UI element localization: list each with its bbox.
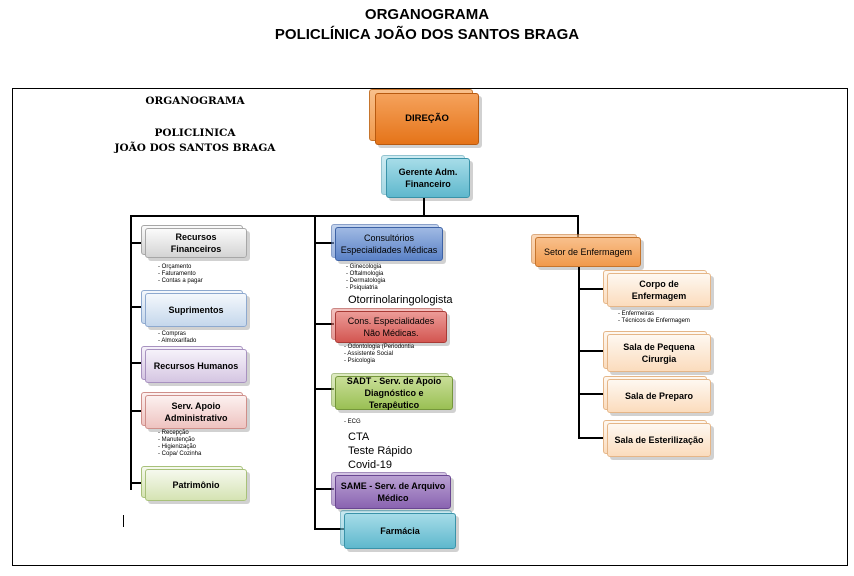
connector-sala-esterilizacao	[578, 437, 606, 439]
connector-left-vertical	[130, 215, 132, 490]
connector-middle-vertical	[314, 215, 316, 529]
organogram-frame	[12, 88, 848, 566]
connector-serv-apoio	[130, 410, 144, 412]
cons-nao-medicas-box: Cons. Especialidades Não Médicas.	[335, 311, 447, 343]
setor-enfermagem-box: Setor de Enfermagem	[535, 237, 641, 267]
connector-sala-pequena	[578, 350, 606, 352]
connector-corpo-enfermagem	[578, 288, 606, 290]
sala-preparo-box: Sala de Preparo	[607, 379, 711, 413]
connector-patrimonio	[130, 482, 144, 484]
connector-right-down	[577, 215, 579, 237]
connector-recursos-financeiros	[130, 242, 144, 244]
recursos-financeiros-items: - Orçamento - Faturamento - Contas a pag…	[158, 264, 203, 284]
sadt-items: CTA Teste Rápido Covid-19	[348, 431, 413, 471]
sala-pequena-box: Sala de Pequena Cirurgia	[607, 334, 711, 372]
page-title-line2: POLICLÍNICA JOÃO DOS SANTOS BRAGA	[274, 26, 580, 43]
serv-apoio-box: Serv. Apoio Administrativo	[145, 395, 247, 429]
farmacia-box: Farmácia	[344, 513, 456, 549]
inner-title: ORGANOGRAMA	[145, 95, 245, 107]
connector-cons-nao-medicas	[314, 323, 334, 325]
sadt-small-item: - ECG	[344, 419, 361, 425]
suprimentos-box: Suprimentos	[145, 293, 247, 327]
consultorios-items: - Ginecologia - Oftalmologia - Dermatolo…	[346, 264, 386, 291]
otorrino-text: Otorrinolaringologista	[348, 294, 453, 306]
sala-esterilizacao-box: Sala de Esterilização	[607, 423, 711, 457]
recursos-financeiros-box: Recursos Financeiros	[145, 228, 247, 258]
inner-name-line2: JOÃO DOS SANTOS BRAGA	[114, 142, 276, 154]
connector-consultorios	[314, 242, 334, 244]
direcao-box: DIREÇÃO	[375, 93, 479, 145]
same-box: SAME - Serv. de Arquivo Médico	[335, 475, 451, 509]
consultorios-box: Consultórios Especialidades Médicas	[335, 227, 443, 261]
corpo-enfermagem-box: Corpo de Enfermagem	[607, 273, 711, 307]
sadt-box: SADT - Serv. de Apoio Diagnóstico e Tera…	[335, 376, 453, 410]
gerente-box: Gerente Adm. Financeiro	[386, 158, 470, 198]
cons-nao-medicas-items: - Odontologia (Periodontia - Assistente …	[344, 344, 415, 364]
corpo-enfermagem-items: - Enfermeiras - Técnicos de Enfermagem	[618, 311, 690, 324]
patrimonio-box: Patrimônio	[145, 469, 247, 501]
connector-suprimentos	[130, 306, 144, 308]
connector-gerente-down	[423, 198, 425, 216]
connector-main-horizontal	[130, 215, 578, 217]
connector-farmacia	[314, 528, 344, 530]
connector-same	[314, 488, 334, 490]
connector-sala-preparo	[578, 393, 606, 395]
connector-recursos-humanos	[130, 362, 144, 364]
page-title-line1: ORGANOGRAMA	[364, 6, 490, 23]
recursos-humanos-box: Recursos Humanos	[145, 349, 247, 383]
serv-apoio-items: - Recepção - Manutenção - Higienização -…	[158, 430, 202, 457]
text-cursor	[123, 515, 124, 527]
connector-sadt	[314, 388, 334, 390]
suprimentos-items: - Compras - Almoxarifado	[158, 331, 197, 344]
inner-name-line1: POLICLINICA	[154, 127, 236, 139]
